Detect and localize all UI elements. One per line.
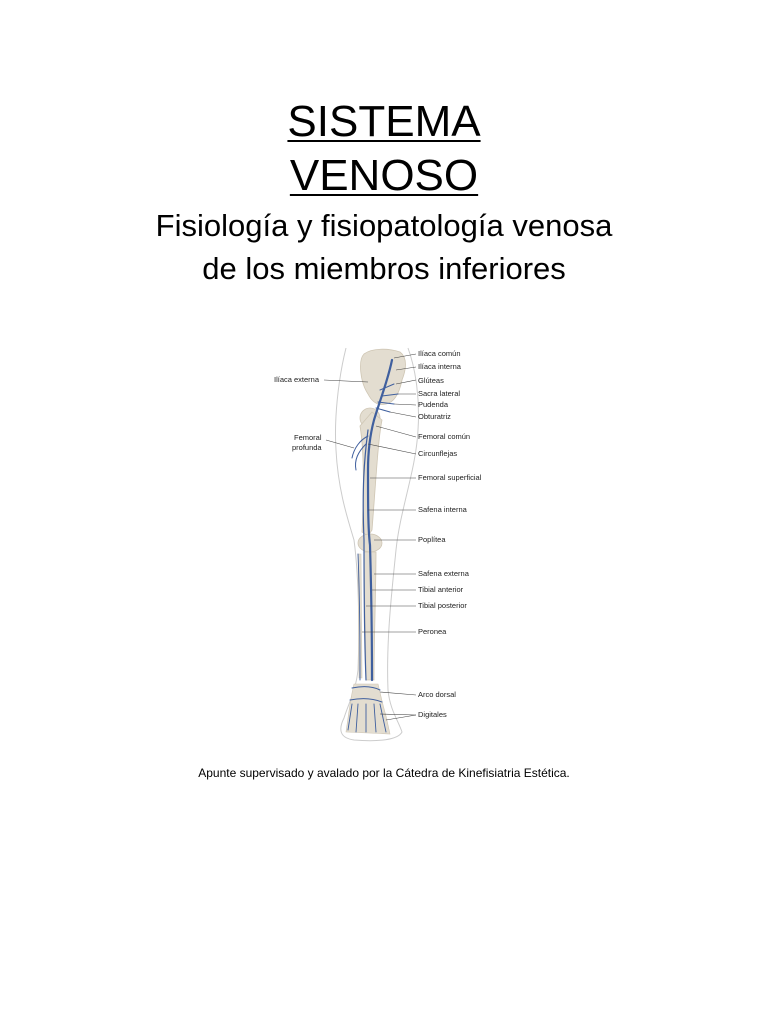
title-line-2: VENOSO	[289, 151, 479, 200]
label-safena-interna: Safena interna	[418, 505, 468, 514]
label-safena-externa: Safena externa	[418, 569, 470, 578]
label-femoral-profunda-2: profunda	[292, 443, 322, 452]
label-femoral-superficial: Femoral superficial	[418, 473, 482, 482]
label-poplitea: Poplítea	[418, 535, 446, 544]
pelvis-bone	[360, 348, 406, 405]
subtitle-line-1: Fisiología y fisiopatología venosa	[155, 208, 613, 243]
subtitle-line-2: de los miembros inferiores	[202, 251, 566, 286]
label-digitales: Digitales	[418, 710, 447, 719]
label-pudenda: Pudenda	[418, 400, 449, 409]
venous-system-illustration: Ilíaca común Ilíaca interna Glúteas Sacr…	[268, 340, 500, 754]
label-obturatriz: Obturatriz	[418, 412, 451, 421]
label-sacra-lateral: Sacra lateral	[418, 389, 460, 398]
label-femoral-comun: Femoral común	[418, 432, 470, 441]
label-tibial-anterior: Tibial anterior	[418, 585, 464, 594]
leader-lines	[323, 353, 417, 721]
title-line-1: SISTEMA	[287, 97, 481, 146]
leg-anatomy-svg: Ilíaca común Ilíaca interna Glúteas Sacr…	[274, 347, 482, 742]
label-circunflejas: Circunflejas	[418, 449, 457, 458]
label-femoral-profunda-1: Femoral	[294, 433, 322, 442]
leg-outline	[334, 347, 419, 742]
label-iliaca-externa: Ilíaca externa	[274, 375, 320, 384]
label-iliaca-interna: Ilíaca interna	[418, 362, 462, 371]
vein-network	[347, 358, 399, 733]
footer-note: Apunte supervisado y avalado por la Cáte…	[198, 766, 570, 780]
foot-bones	[345, 683, 391, 735]
label-gluteas: Glúteas	[418, 376, 444, 385]
label-tibial-posterior: Tibial posterior	[418, 601, 467, 610]
label-arco-dorsal: Arco dorsal	[418, 690, 456, 699]
label-peronea: Peronea	[418, 627, 447, 636]
label-iliaca-comun: Ilíaca común	[418, 349, 461, 358]
